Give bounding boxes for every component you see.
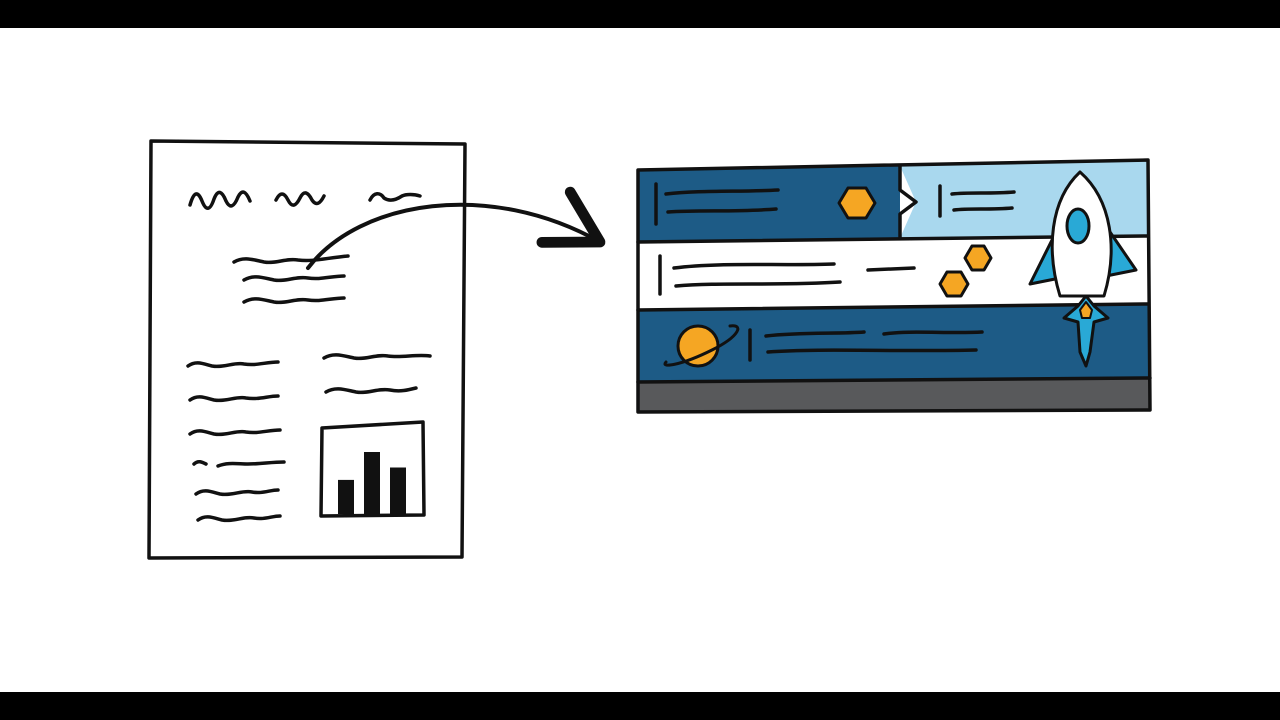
curved-arrow-icon	[306, 186, 606, 270]
hexagon-icon	[837, 186, 877, 220]
rocket-flame	[1062, 294, 1110, 368]
letterbox-bottom	[0, 692, 1280, 720]
banner-top-light-section	[900, 160, 1148, 238]
mini-chart-bar	[364, 452, 380, 514]
planet-icon	[663, 324, 740, 368]
rocket-flame-core	[1079, 301, 1093, 319]
rocket-window	[1065, 207, 1091, 245]
mini-chart-bar	[338, 479, 354, 514]
web-page-banner-icon	[636, 158, 1152, 414]
hexagon-icon	[938, 270, 970, 298]
banner-footer-gray-section	[638, 378, 1150, 412]
mini-chart-bars	[338, 452, 406, 514]
document-text-scribbles	[186, 190, 432, 523]
mini-bar-chart	[319, 420, 426, 518]
mini-chart-bar	[390, 467, 406, 514]
banner-top-dark-section	[638, 166, 900, 242]
hexagon-icon	[963, 244, 993, 272]
rocket-icon	[1028, 170, 1138, 368]
letterbox-top	[0, 0, 1280, 28]
banner-text-lines	[654, 182, 1016, 362]
paper-document-icon	[147, 139, 467, 560]
banner-bottom-dark-section	[638, 304, 1150, 382]
hexagon-icons	[837, 186, 993, 298]
banner-middle-white-section	[638, 236, 1148, 310]
